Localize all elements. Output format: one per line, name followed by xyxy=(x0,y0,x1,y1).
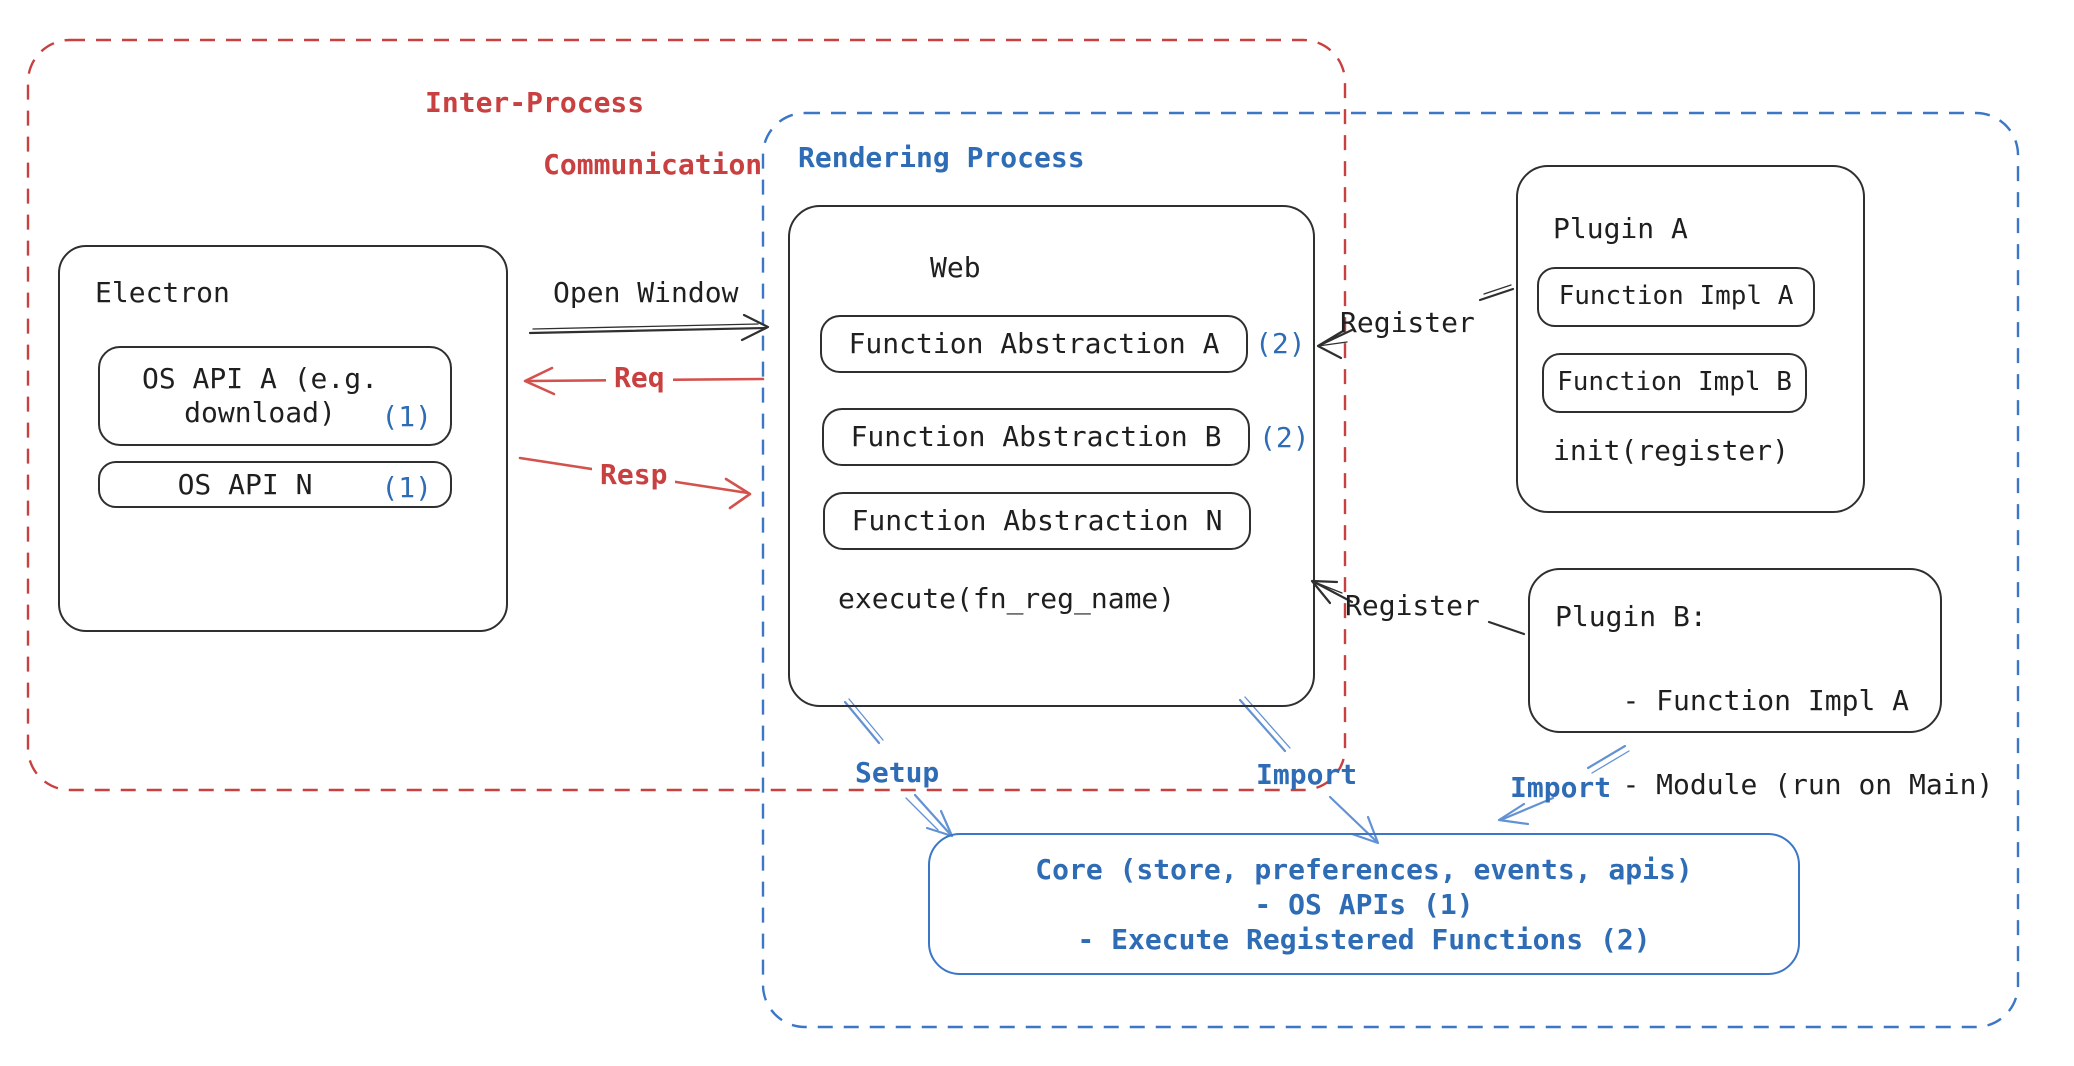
function-abstraction-b-box: Function Abstraction B xyxy=(822,408,1250,466)
register-bottom-tail xyxy=(1487,620,1526,636)
os-api-a-line1: OS API A (e.g. xyxy=(141,362,378,396)
register-bottom-arrowhead-2 xyxy=(1311,580,1343,594)
register-top-tail-2 xyxy=(1483,284,1512,295)
plugin-b-content: Plugin B: - Function Impl A - Module (ru… xyxy=(1555,596,1993,806)
function-abstraction-a-label: Function Abstraction A xyxy=(822,317,1246,371)
rendering-process-boundary xyxy=(761,111,2020,1029)
import-plugin-line xyxy=(1501,796,1555,821)
register-top-arrowhead-2 xyxy=(1317,341,1348,347)
import-plugin-tail-2 xyxy=(1591,750,1630,774)
plugin-a-title: Plugin A xyxy=(1553,212,1688,245)
function-impl-b-box: Function Impl B xyxy=(1542,353,1807,413)
os-api-n-ref: (1) xyxy=(381,471,432,504)
function-impl-a-label: Function Impl A xyxy=(1539,269,1813,325)
resp-label: Resp xyxy=(592,458,676,492)
os-api-n-box: OS API N (1) xyxy=(98,461,452,508)
os-api-a-line2: download) xyxy=(184,396,336,429)
register-bottom-arrow xyxy=(1310,579,1526,636)
register-top-tail xyxy=(1478,287,1515,302)
register-top-arrow xyxy=(1316,284,1515,360)
electron-box xyxy=(58,245,508,632)
function-abstraction-b-text: Function Abstraction B xyxy=(850,420,1222,454)
function-impl-b-label: Function Impl B xyxy=(1544,355,1805,411)
function-abstraction-b-label: Function Abstraction B xyxy=(824,410,1248,464)
function-impl-b-text: Function Impl B xyxy=(1557,367,1792,398)
import-plugin-tail xyxy=(1586,744,1627,770)
function-abstraction-n-label: Function Abstraction N xyxy=(825,494,1249,548)
electron-title: Electron xyxy=(95,276,230,309)
execute-label: execute(fn_reg_name) xyxy=(838,582,1176,615)
open-window-arrowhead xyxy=(740,313,770,342)
plugin-a-box xyxy=(1516,165,1865,513)
plugin-b-box xyxy=(1528,568,1942,733)
register-bottom-label: Register xyxy=(1345,589,1480,622)
plugin-b-item-1: - Function Impl A xyxy=(1622,684,1910,717)
core-line-3: - Execute Registered Functions (2) xyxy=(1077,922,1651,956)
req-arrowhead xyxy=(523,366,556,396)
open-window-line xyxy=(528,326,768,335)
os-api-a-ref: (1) xyxy=(381,400,432,433)
setup-line-2 xyxy=(905,797,939,831)
core-line-1: Core (store, preferences, events, apis) xyxy=(1035,852,1693,886)
function-impl-a-text: Function Impl A xyxy=(1558,281,1794,312)
os-api-n-label: OS API N xyxy=(100,463,450,506)
core-line-2: - OS APIs (1) xyxy=(1254,887,1474,921)
ipc-title-line1: Inter-Process xyxy=(425,86,645,119)
setup-line xyxy=(913,793,952,836)
function-impl-a-box: Function Impl A xyxy=(1537,267,1815,327)
web-title: Web xyxy=(930,251,981,284)
core-content: Core (store, preferences, events, apis)-… xyxy=(930,835,1798,973)
import-plugin-arrow xyxy=(1497,744,1630,826)
req-label: Req xyxy=(606,361,673,395)
web-box xyxy=(788,205,1315,707)
plugin-b-title: Plugin B: xyxy=(1555,600,1707,633)
import-web-label: Import xyxy=(1256,758,1358,791)
function-abstraction-n-text: Function Abstraction N xyxy=(851,504,1223,538)
import-plugin-label: Import xyxy=(1510,771,1612,804)
init-register-label: init(register) xyxy=(1553,434,1790,467)
plugin-b-item-2: - Module (run on Main) xyxy=(1622,768,1994,801)
import-plugin-arrowhead xyxy=(1497,802,1530,826)
resp-arrowhead xyxy=(724,477,752,510)
function-abstraction-n-box: Function Abstraction N xyxy=(823,492,1251,550)
os-api-a-label: OS API A (e.g.download) xyxy=(100,348,450,444)
function-abstraction-a-ref: (2) xyxy=(1255,327,1306,360)
rendering-process-title: Rendering Process xyxy=(798,141,1085,174)
function-abstraction-b-ref: (2) xyxy=(1259,421,1310,454)
ipc-title: Inter-Process Communication xyxy=(425,87,762,180)
import-web-tail xyxy=(1238,698,1287,753)
setup-label: Setup xyxy=(855,756,940,789)
register-top-label: Register xyxy=(1340,306,1475,339)
core-box: Core (store, preferences, events, apis)-… xyxy=(928,833,1800,975)
setup-tail xyxy=(843,700,881,745)
open-window-arrow xyxy=(528,313,770,342)
open-window-line-2 xyxy=(532,323,759,330)
function-abstraction-a-box: Function Abstraction A xyxy=(820,315,1248,373)
open-window-label: Open Window xyxy=(553,276,739,309)
os-api-n-text: OS API N xyxy=(177,467,313,501)
os-api-a-box: OS API A (e.g.download) (1) xyxy=(98,346,452,446)
register-bottom-line xyxy=(1314,581,1354,604)
import-web-arrowhead xyxy=(1350,815,1380,845)
ipc-title-line2: Communication xyxy=(543,148,763,181)
function-abstraction-a-text: Function Abstraction A xyxy=(848,327,1220,361)
